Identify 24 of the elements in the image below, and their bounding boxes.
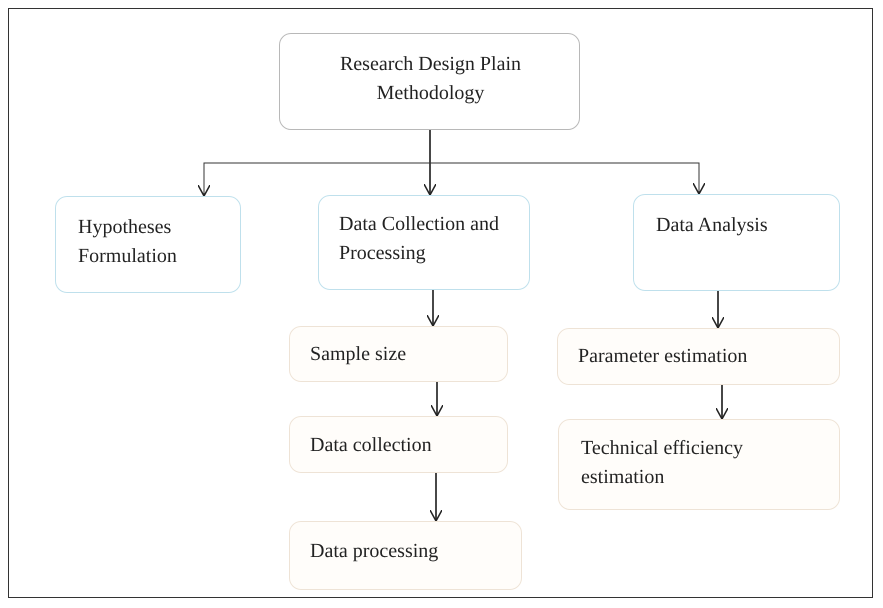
node-label: Research Design Plain Methodology — [338, 52, 522, 106]
node-label: Sample size — [310, 342, 408, 367]
node-label: Data processing — [310, 539, 440, 564]
root-box — [279, 33, 580, 130]
node-label: Data Analysis — [656, 213, 769, 238]
arrow — [715, 385, 729, 420]
node-label: Data Collection and Processing — [339, 212, 500, 266]
step-box — [557, 328, 840, 385]
category-box — [318, 195, 530, 290]
arrow — [430, 382, 444, 417]
node-label: Technical efficiency estimation — [581, 436, 744, 490]
arrow — [711, 291, 725, 329]
category-box — [55, 196, 241, 293]
arrow — [429, 473, 443, 522]
step-box — [289, 326, 508, 382]
node-label: Parameter estimation — [578, 344, 748, 369]
arrow — [426, 290, 440, 327]
node-label: Data collection — [310, 433, 433, 458]
node-label: Hypotheses Formulation — [78, 215, 178, 269]
category-box — [633, 194, 840, 291]
step-box — [558, 419, 840, 510]
arrow — [423, 130, 437, 196]
step-box — [289, 521, 522, 590]
step-box — [289, 416, 508, 473]
